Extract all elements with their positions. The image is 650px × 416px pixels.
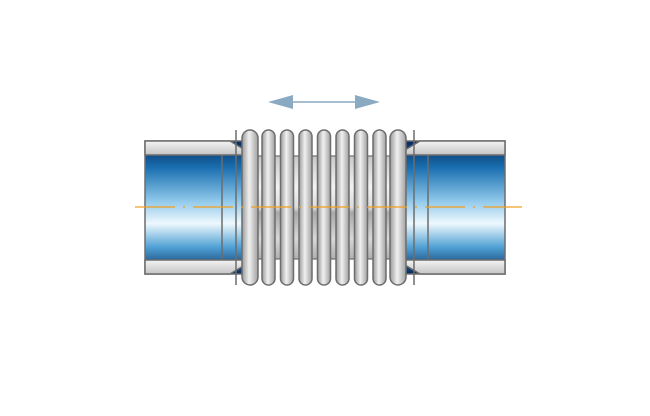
bellows-convolution bbox=[353, 129, 369, 286]
double-headed-horizontal-arrow bbox=[268, 95, 380, 109]
